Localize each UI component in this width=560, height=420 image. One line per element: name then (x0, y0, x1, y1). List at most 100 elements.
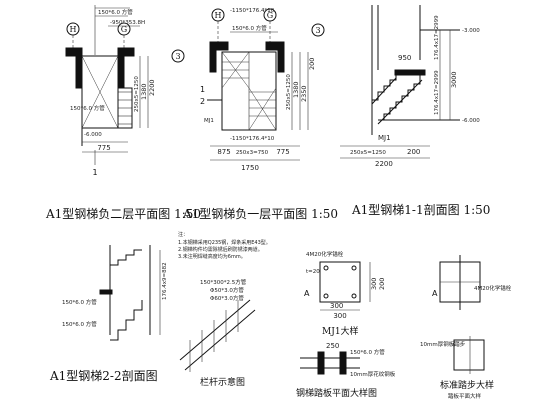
axis-label-h-plan2: H (215, 11, 222, 20)
plan-neg1: H G 3 3 -1150*176.4*10 150*6.0 方管 1 2 (171, 8, 338, 221)
embed-plate (319, 261, 361, 303)
title-mj1: MJ1大样 (322, 325, 359, 337)
plan-neg2: H G 150*6.0 方管 -950*353.8H 150*6.0 方管 13… (45, 5, 201, 221)
title-section-11: A1型钢梯1-1剖面图 1:50 (351, 203, 490, 217)
dim-steps2-sec11: 176.4x17=2999 (434, 15, 440, 60)
tube2-label: Φ60*3.0方管 (210, 294, 244, 302)
dim-250-plan2: 250x5=1250 (286, 74, 292, 110)
dim-2200-plan1: 2200 (148, 79, 156, 96)
dim-950-sec11: 950 (398, 54, 411, 62)
stair-run (117, 87, 133, 129)
mj1-label-sec11: MJ1 (378, 134, 391, 142)
dim-875-plan2: 875 (217, 148, 230, 156)
mj1-dim-300b: 300 (333, 312, 346, 320)
title-tread: 钢梯踏板平面大样图 (296, 387, 377, 399)
mj1-anchor-label: 4M20化学锚栓 (306, 250, 344, 258)
title-std-tread: 标准踏步大样 (440, 379, 494, 391)
railing-top-rail (179, 299, 251, 361)
wall-block (209, 41, 217, 73)
plate-label-22: 150*6.0 方管 (62, 298, 97, 306)
stringer-section (339, 351, 347, 375)
notes-line-3: 3.未注明焊缝高度均为6mm。 (178, 253, 246, 260)
elev-bottom-plan2: -1150*176.4*10 (230, 136, 275, 142)
axis-label-h-plan1: H (70, 25, 77, 34)
std-tread-detail: 4M20化学锚栓 A 10mm厚钢板踏步 标准踏步大样 踏板平面大样 (420, 255, 512, 400)
dim-3000-sec11: 3000 (450, 71, 458, 88)
mj1-dim-200: 200 (378, 278, 386, 290)
dim-2200-sec11: 2200 (375, 160, 393, 168)
dim-250x3-plan2: 250x3=750 (236, 150, 269, 156)
notes-line-1: 1.本钢梯采用Q235钢，焊条采用E43型。 (178, 239, 271, 246)
stair-flight-lower-22 (110, 300, 143, 341)
section-mark-2: 2 (200, 97, 205, 106)
axis-bubble-3-plan1 (171, 49, 185, 63)
elev-top-plan2: -1150*176.4*10 (230, 8, 275, 14)
dim-1380-plan1: 1380 (140, 83, 148, 100)
elev-label-top: -950*353.8H (110, 20, 145, 26)
opening-cross (248, 87, 277, 131)
std-anchor-label: 4M20化学锚栓 (474, 284, 512, 292)
std-plate-label: 10mm厚钢板踏步 (420, 340, 466, 348)
notes-line-2: 2.钢梯构件均需除锈后刷防锈漆两道。 (178, 246, 263, 253)
dim-1750-plan2: 1750 (241, 164, 259, 172)
railing-bottom-rail (184, 309, 256, 371)
stringer-section (317, 351, 325, 375)
mj1-dim-300a: 300 (370, 278, 378, 290)
section-mark-1: 1 (92, 168, 97, 177)
dim-250x5-sec11: 250x5=1250 (350, 150, 386, 156)
stringer-line (371, 77, 397, 105)
stair-flight-upper (372, 74, 397, 101)
title-plan-neg2: A1型钢梯负二层平面图 1:50 (45, 207, 201, 221)
dim-200-plan2: 200 (308, 58, 316, 70)
axis-label-g-plan1: G (121, 25, 127, 34)
notes-block: 注： 1.本钢梯采用Q235钢，焊条采用E43型。 2.钢梯构件均需除锈后刷防锈… (178, 231, 271, 260)
dim-2350-plan2: 2350 (300, 85, 308, 102)
axis-label-3-plan2: 3 (315, 26, 320, 35)
section-mark-1b: 1 (200, 85, 205, 94)
dim-total-22: 176.4x9=882 (162, 262, 168, 300)
mj1-label-plan2: MJ1 (204, 118, 214, 124)
std-tread-section (453, 339, 485, 371)
dim-steps1-sec11: 176.4x17=2999 (434, 70, 440, 115)
elev-bottom-sec11: -6.000 (462, 118, 480, 124)
section-11: -3.000 950 -6.000 176.4x17=2999 176.4x17… (340, 5, 490, 217)
tube-label: Φ50*3.0方管 (210, 286, 244, 294)
landing-slab (394, 69, 426, 76)
anchor-bolt (323, 265, 329, 271)
dim-1380-plan2: 1380 (292, 81, 300, 98)
wall-block (75, 47, 83, 89)
tread-plate-label: 10mm厚花纹钢板 (350, 370, 396, 378)
dim-775-plan1: 775 (97, 144, 110, 152)
dim-775-plan2: 775 (276, 148, 289, 156)
railing-diagram: Φ50*3.0方管 Φ60*3.0方管 150*300*2.5方管 栏杆示意图 (179, 278, 256, 388)
plate2-label-22: 150*6.0 方管 (62, 320, 97, 328)
tread-pipe-label: 150*6.0 方管 (350, 348, 385, 356)
opening-cross (81, 55, 119, 129)
section-mark-a2: A (432, 289, 438, 298)
mj1-thk-label: t=20 (306, 269, 320, 275)
section-mark-a: A (304, 289, 310, 298)
plate-top-plan2: 150*6.0 方管 (232, 24, 267, 32)
mj1-detail: 4M20化学锚栓 t=20 A 300 200 300 300 MJ1大样 (304, 250, 386, 337)
title-section-22: A1型钢梯2-2剖面图 (49, 369, 158, 383)
section-22: 176.4x9=882 150*6.0 方管 150*6.0 方管 A1型钢梯2… (49, 245, 168, 383)
anchor-bolt (323, 293, 329, 299)
dim-250-plan1: 250x5=1250 (134, 76, 140, 112)
tread-dim-250: 250 (326, 342, 339, 350)
dim-200-sec11: 200 (407, 148, 420, 156)
stringer-line (377, 79, 423, 125)
mj1-dim-300c: 300 (330, 302, 343, 310)
tread-detail: 150*6.0 方管 10mm厚花纹钢板 250 钢梯踏板平面大样图 (296, 342, 396, 399)
axis-bubble-3-plan2 (311, 23, 325, 37)
stair-flight-upper-22 (110, 249, 142, 266)
axis-label-3-plan1: 3 (175, 52, 180, 61)
axis-label-g-plan2: G (267, 11, 273, 20)
title-railing: 栏杆示意图 (200, 376, 245, 388)
wall-block (277, 41, 285, 73)
wall-block (117, 47, 125, 89)
landing-slab-22 (99, 289, 113, 295)
plate-label-mid: 150*6.0 方管 (70, 104, 105, 112)
anchor-bolt (351, 265, 357, 271)
